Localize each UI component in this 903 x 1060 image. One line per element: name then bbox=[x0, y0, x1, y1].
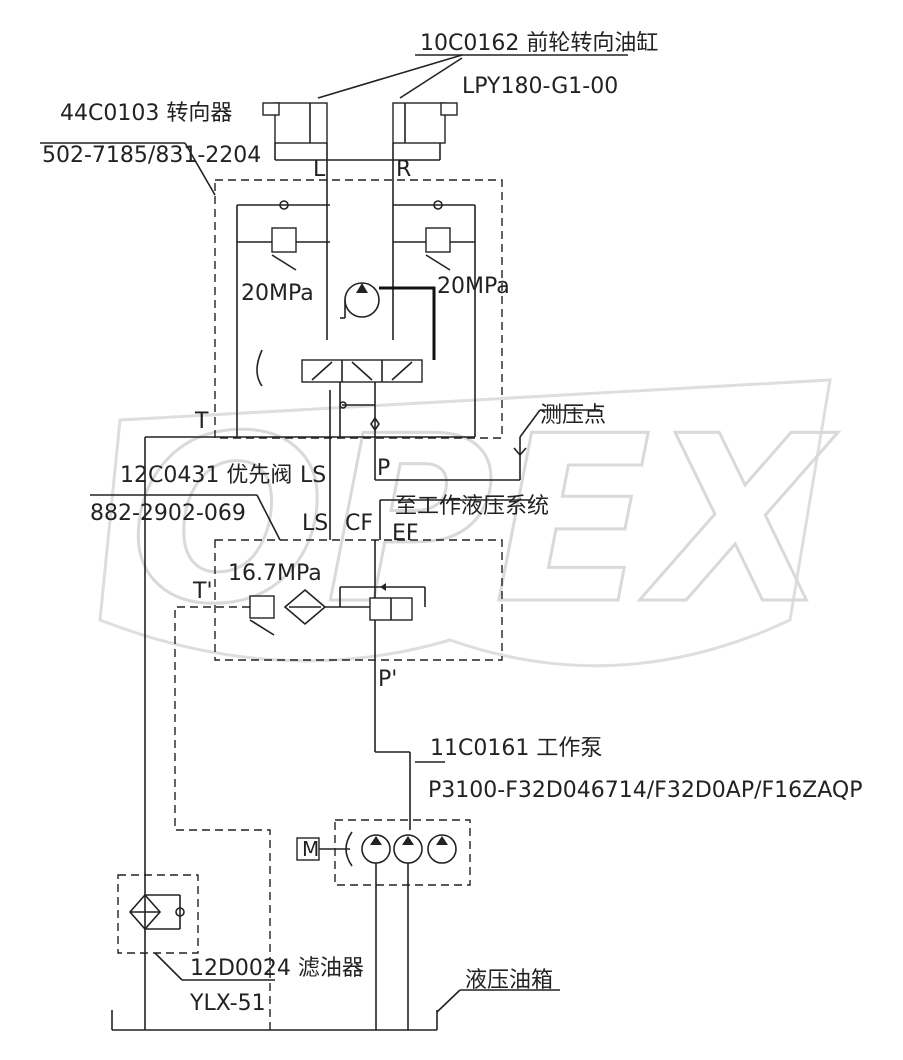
pump-supply bbox=[374, 620, 445, 830]
pump-model: P3100-F32D046714/F32D0AP/F16ZAQP bbox=[428, 778, 862, 803]
steering-unit-outline bbox=[214, 179, 503, 439]
priority-valve-code: 12C0431 优先阀 bbox=[120, 463, 292, 488]
port-EF: EF bbox=[392, 521, 419, 546]
filter-code: 12D0024 滤油器 bbox=[190, 956, 364, 981]
filter-outline bbox=[117, 874, 199, 954]
port-CF: CF bbox=[345, 511, 373, 536]
steering-unit-model: 502-7185/831-2204 bbox=[42, 143, 261, 168]
cylinder-model: LPY180-G1-00 bbox=[462, 74, 618, 99]
port-P-top: P bbox=[377, 456, 390, 481]
motor-label: M bbox=[302, 837, 319, 861]
port-R: R bbox=[396, 157, 411, 182]
port-P-prime: P' bbox=[378, 667, 397, 692]
filter-internals bbox=[128, 893, 275, 981]
priority-valve-internals bbox=[249, 540, 426, 636]
test-point-label: 测压点 bbox=[540, 403, 606, 428]
steering-cylinders bbox=[262, 54, 628, 340]
priority-valve-model: 882-2902-069 bbox=[90, 501, 246, 526]
test-point bbox=[375, 409, 600, 481]
tank-label: 液压油箱 bbox=[465, 968, 553, 993]
to-work-system-label: 至工作液压系统 bbox=[395, 494, 549, 519]
pilot-drain bbox=[174, 606, 271, 1030]
priority-relief-label: 16.7MPa bbox=[228, 561, 322, 586]
return-lines bbox=[144, 436, 475, 1030]
pump-outline bbox=[334, 819, 471, 886]
port-L: L bbox=[313, 157, 326, 182]
metering-motor bbox=[340, 282, 436, 360]
watermark-text: OPEX bbox=[130, 388, 838, 655]
filter-model: YLX-51 bbox=[189, 991, 266, 1016]
steering-unit-code: 44C0103 转向器 bbox=[60, 101, 232, 126]
pump-units bbox=[296, 831, 457, 1030]
relief-right-label: 20MPa bbox=[437, 274, 510, 299]
port-T-prime: T' bbox=[192, 579, 213, 604]
tank bbox=[111, 989, 560, 1031]
watermark: OPEX bbox=[98, 378, 840, 668]
cylinder-code: 10C0162 前轮转向油缸 bbox=[420, 31, 658, 56]
port-LS-valve: LS bbox=[302, 511, 328, 536]
steering-directional-valve bbox=[256, 349, 423, 480]
port-LS-top: LS bbox=[300, 463, 326, 488]
relief-left-label: 20MPa bbox=[241, 281, 314, 306]
priority-valve-outline bbox=[214, 539, 503, 661]
pump-code: 11C0161 工作泵 bbox=[430, 736, 602, 761]
steering-relief-valves bbox=[236, 200, 476, 437]
port-T: T bbox=[194, 409, 209, 434]
